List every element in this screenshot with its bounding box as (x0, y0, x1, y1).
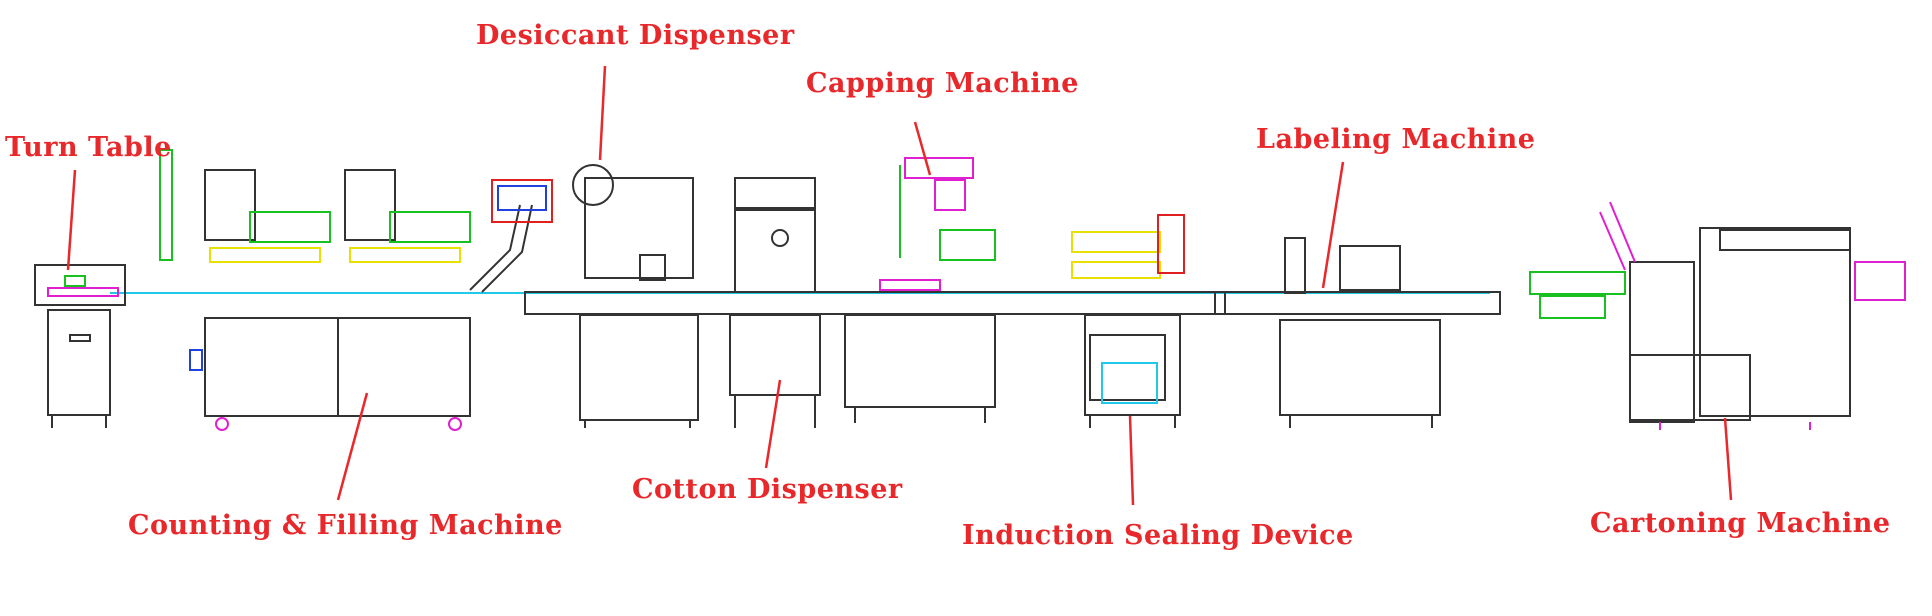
counting-filling-unit (159, 149, 533, 431)
cotton-unit (729, 177, 821, 428)
induction-sealing-unit (1071, 214, 1185, 428)
induction-label: Induction Sealing Device (962, 520, 1354, 551)
labeling-label: Labeling Machine (1256, 124, 1536, 155)
cotton-label: Cotton Dispenser (632, 474, 903, 505)
conveyor-bed (524, 291, 1226, 315)
leader-lines (66, 65, 1733, 506)
control-panel (491, 179, 553, 223)
cartoning-label: Cartoning Machine (1590, 508, 1891, 539)
capping-unit (844, 157, 996, 423)
labeling-unit (1279, 237, 1441, 428)
capping-label: Capping Machine (806, 68, 1079, 99)
counting-filling-label: Counting & Filling Machine (128, 510, 563, 541)
desiccant-label: Desiccant Dispenser (476, 20, 795, 51)
turn-table-label: Turn Table (5, 132, 172, 163)
turn-table-unit (34, 264, 126, 428)
cartoning-unit (1529, 201, 1906, 430)
desiccant-unit (572, 164, 699, 428)
